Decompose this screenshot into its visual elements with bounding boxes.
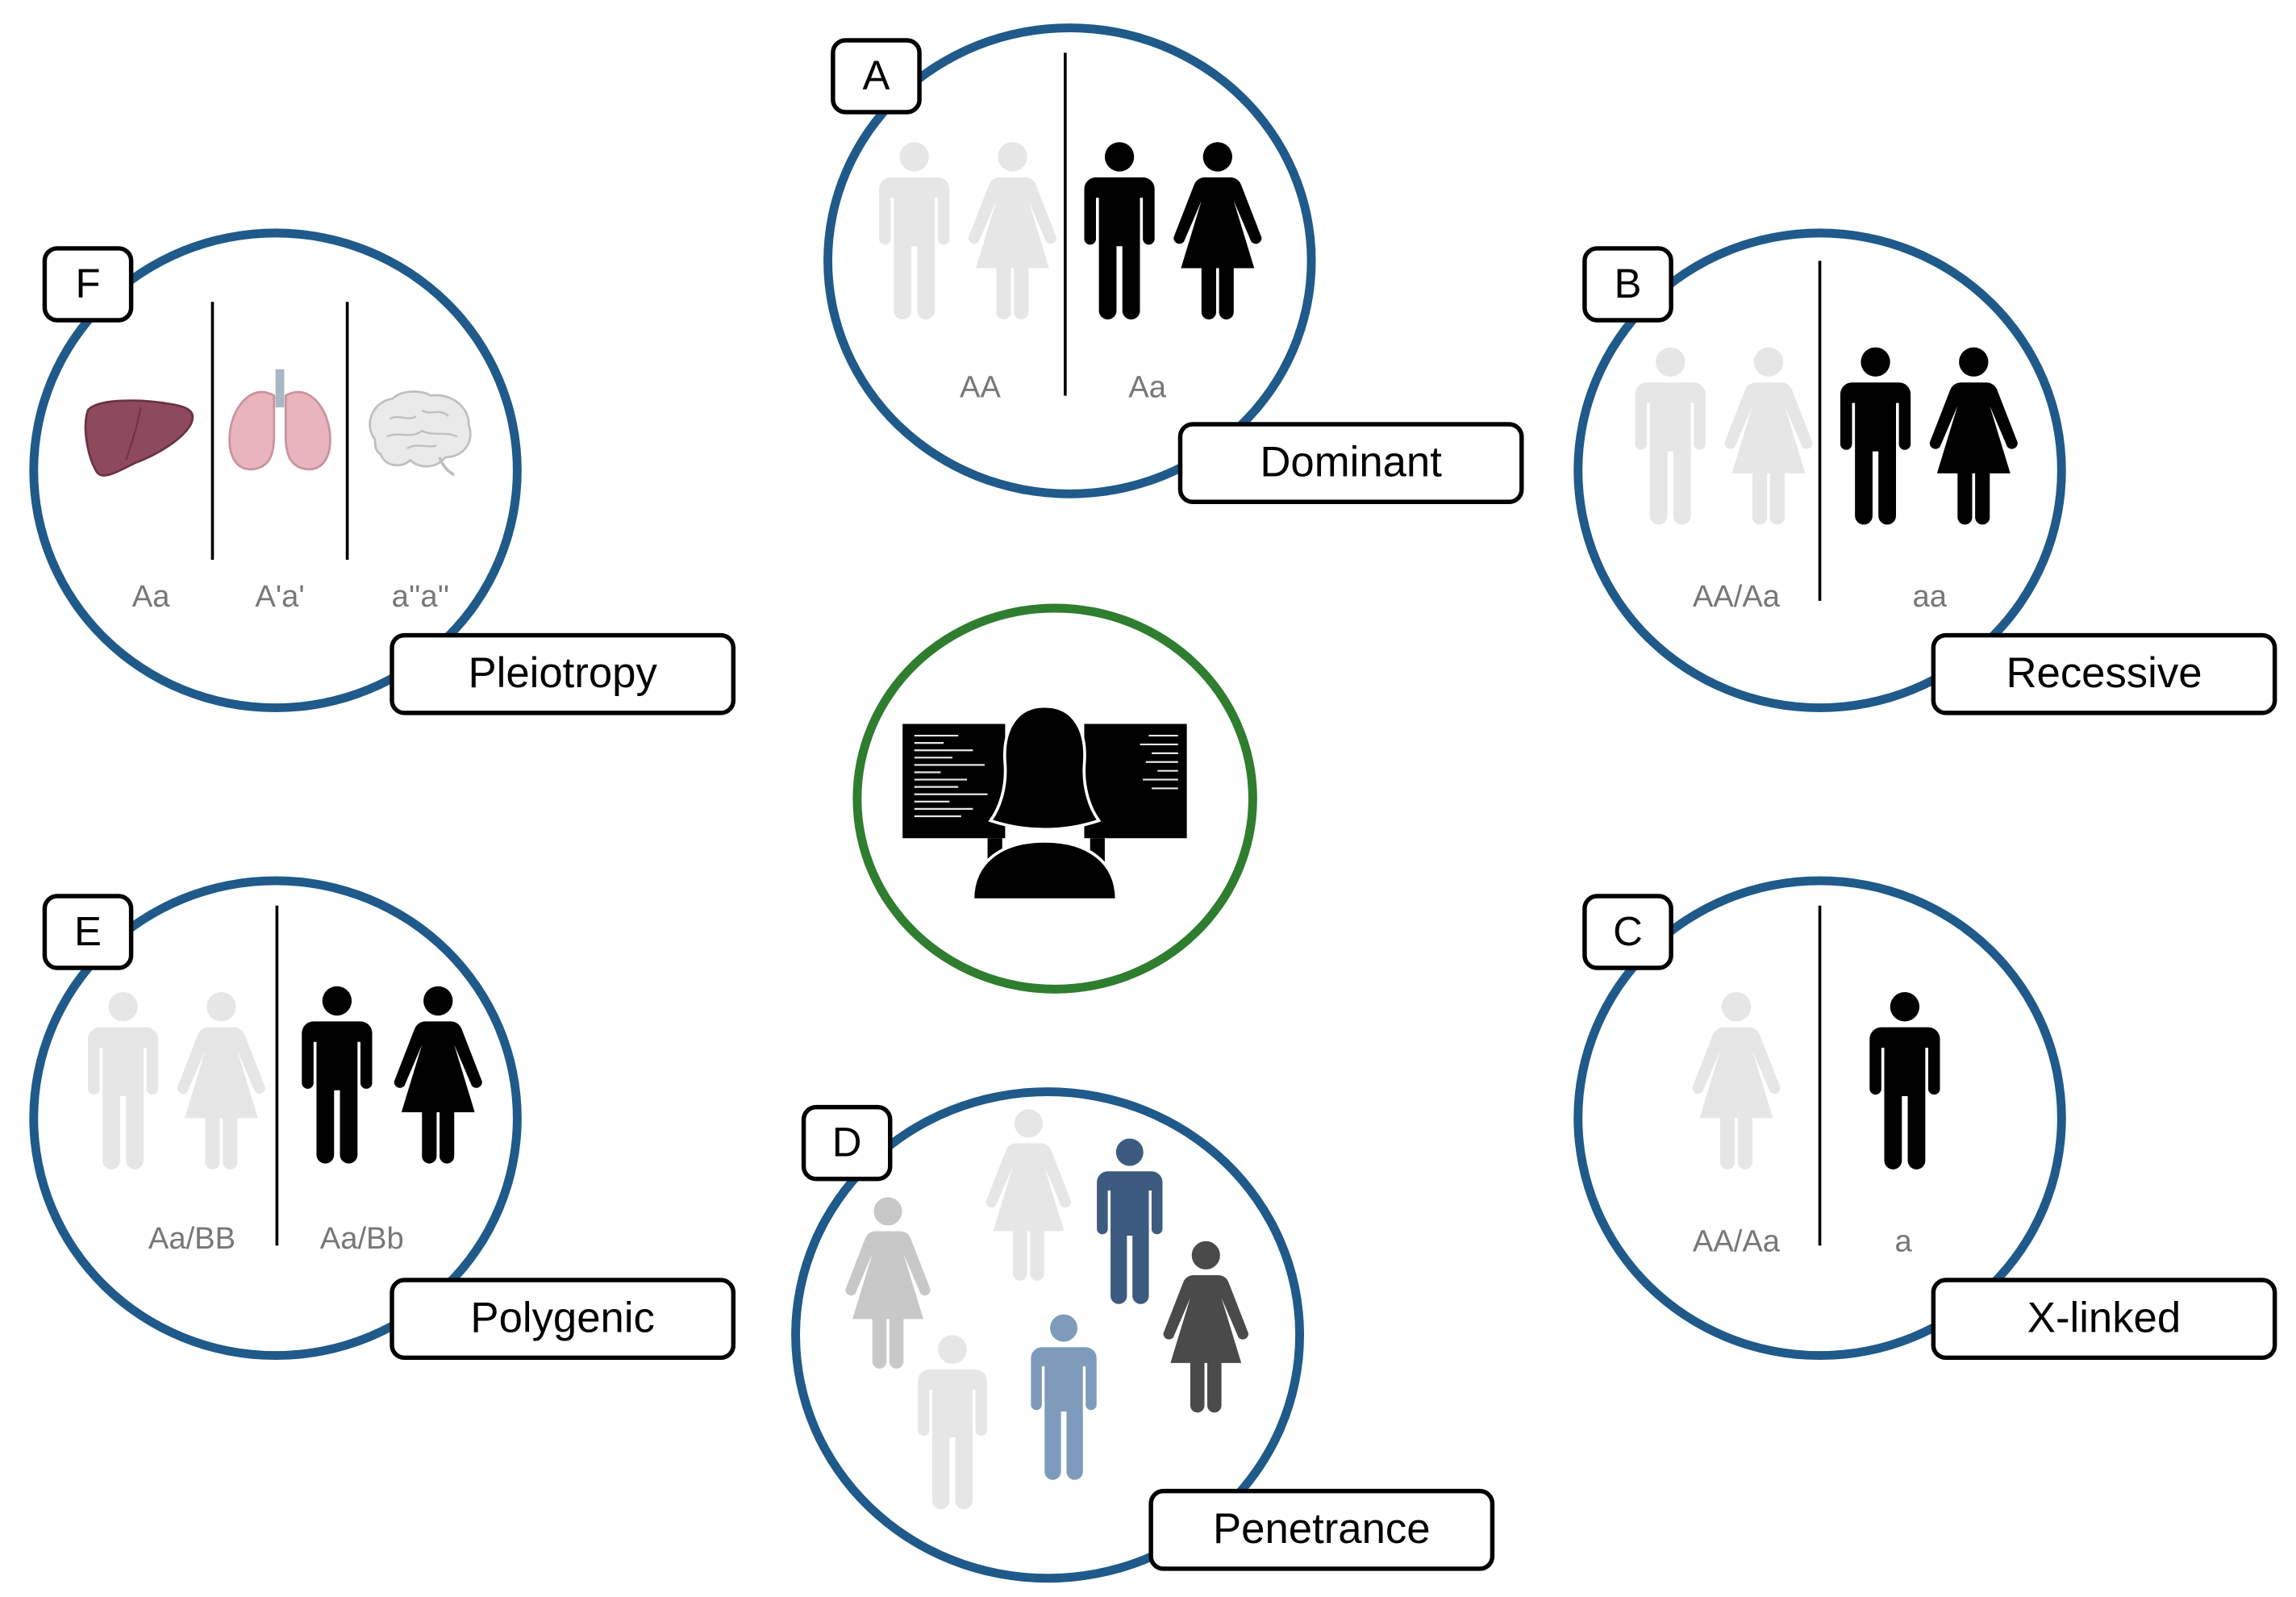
label-dominant: Dominant: [1177, 422, 1524, 504]
label-penetrance: Penetrance: [1148, 1488, 1495, 1571]
female-unaffected-icon: [177, 992, 265, 1170]
panel-a-divider: [1064, 52, 1067, 396]
genotype-label: a''a'': [391, 580, 450, 615]
panel-letter-f: F: [42, 246, 134, 323]
panel-f-divider-1: [210, 302, 215, 561]
panel-e-ring: [29, 876, 522, 1361]
female-unaffected-icon: [1724, 347, 1813, 525]
brain-icon: [369, 390, 472, 477]
lungs-icon: [228, 369, 331, 471]
label-x-linked: X-linked: [1931, 1278, 2277, 1361]
male-affected-icon: [1084, 142, 1155, 320]
panel-c-divider: [1818, 905, 1822, 1246]
male-light-icon: [918, 1335, 987, 1510]
label-pleiotropy: Pleiotropy: [390, 632, 736, 715]
genotype-label: aa: [1912, 580, 1947, 615]
panel-letter-d: D: [801, 1104, 893, 1182]
genotype-label: AA: [960, 370, 1001, 405]
panel-a-ring: [823, 23, 1316, 498]
male-unaffected-icon: [1635, 347, 1706, 525]
label-polygenic: Polygenic: [390, 1278, 736, 1361]
genotype-label: AA/Aa: [1692, 1224, 1781, 1259]
female-dark-icon: [1163, 1240, 1248, 1413]
male-affected-icon: [302, 986, 373, 1164]
female-affected-icon: [1929, 347, 2018, 525]
genotype-label: Aa/BB: [148, 1222, 236, 1257]
male-blue-icon: [1097, 1138, 1163, 1304]
female-affected-icon: [1173, 142, 1262, 320]
male-unaffected-icon: [879, 142, 950, 320]
panel-f-ring: [29, 228, 522, 712]
panel-d-ring: [791, 1087, 1304, 1583]
panel-letter-a: A: [831, 38, 922, 115]
female-unaffected-icon: [1692, 992, 1781, 1170]
female-affected-icon: [394, 986, 482, 1164]
panel-f-divider-2: [345, 302, 349, 561]
panel-b-ring: [1573, 228, 2066, 712]
person-at-computer-icon: [902, 704, 1187, 902]
male-light-blue-icon: [1031, 1314, 1097, 1480]
label-recessive: Recessive: [1931, 632, 2277, 715]
panel-e-divider: [275, 905, 279, 1246]
panel-b-divider: [1818, 261, 1822, 601]
male-affected-icon: [1869, 992, 1940, 1170]
panel-letter-b: B: [1582, 246, 1673, 323]
genotype-label: a: [1894, 1224, 1912, 1259]
panel-letter-c: C: [1582, 894, 1673, 970]
female-unaffected-icon: [968, 142, 1056, 320]
male-affected-icon: [1840, 347, 1911, 525]
genotype-label: AA/Aa: [1692, 580, 1781, 615]
genotype-label: Aa/Bb: [319, 1222, 404, 1257]
genotype-label: Aa: [1128, 370, 1166, 405]
female-light-icon: [985, 1109, 1072, 1281]
genotype-label: A'a': [255, 580, 305, 615]
center-ring: [852, 603, 1257, 994]
liver-icon: [84, 399, 194, 477]
panel-c-ring: [1573, 876, 2066, 1361]
genotype-label: Aa: [131, 580, 170, 615]
male-unaffected-icon: [88, 992, 159, 1170]
panel-letter-e: E: [42, 894, 134, 970]
